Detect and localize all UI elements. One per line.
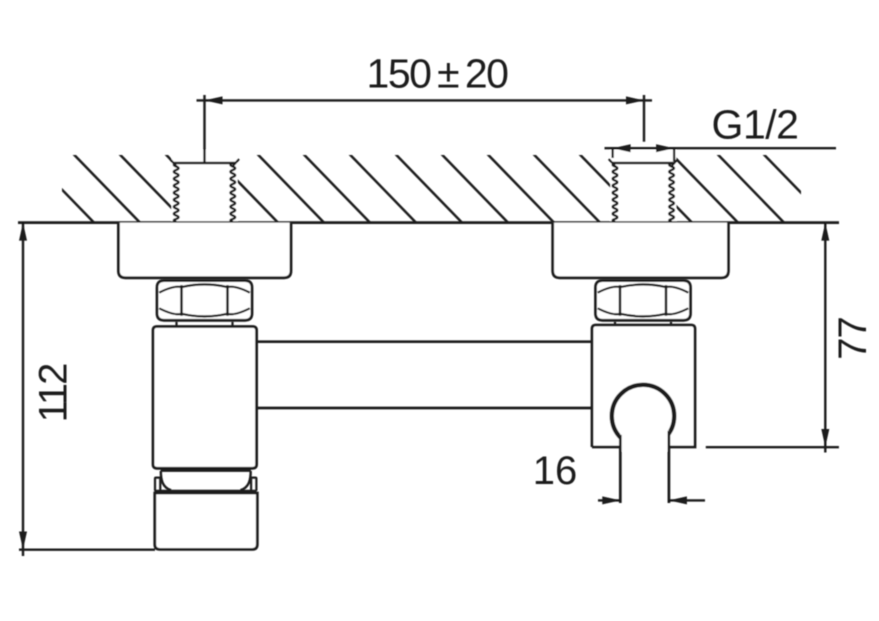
svg-text:150 ± 20: 150 ± 20 (367, 51, 509, 97)
svg-text:G1/2: G1/2 (712, 102, 799, 148)
svg-text:16: 16 (533, 449, 578, 493)
svg-text:77: 77 (831, 317, 875, 360)
svg-text:112: 112 (32, 364, 76, 423)
